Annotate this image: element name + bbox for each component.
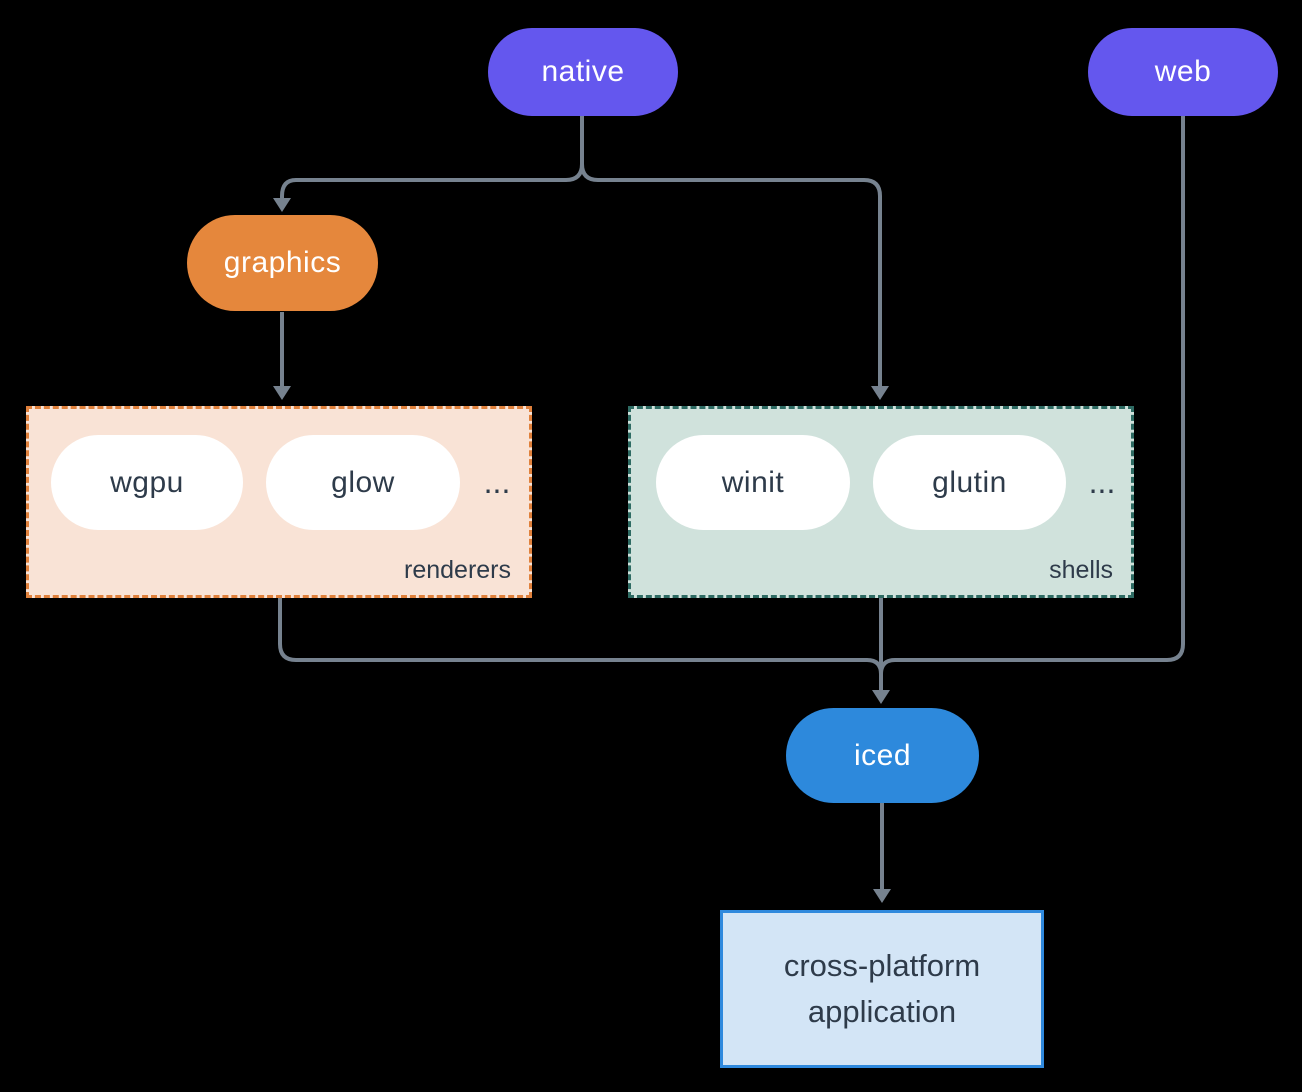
node-graphics-label: graphics	[223, 246, 342, 279]
node-cross-platform-application: cross-platform application	[720, 910, 1044, 1068]
renderers-more-indicator: ...	[483, 464, 511, 500]
group-renderers-label: renderers	[404, 556, 511, 584]
node-graphics: graphics	[187, 215, 378, 311]
shells-more-indicator: ...	[1088, 464, 1116, 500]
arrowhead-graphics	[273, 198, 291, 212]
node-glow: glow	[266, 435, 460, 530]
arrowhead-renderers	[273, 386, 291, 400]
application-label-line2: application	[807, 994, 957, 1029]
arrowhead-application	[873, 889, 891, 903]
node-iced-label: iced	[853, 738, 912, 772]
group-renderers: wgpu glow ... renderers	[26, 406, 532, 598]
node-native: native	[488, 28, 678, 116]
node-winit: winit	[656, 435, 850, 530]
node-web: web	[1088, 28, 1278, 116]
edge-renderers-to-merge	[278, 598, 883, 675]
application-label-line1: cross-platform	[783, 948, 981, 983]
edge-native-to-graphics	[280, 116, 584, 200]
node-native-label: native	[541, 55, 625, 88]
node-glutin-label: glutin	[932, 465, 1007, 499]
group-shells-label: shells	[1049, 556, 1113, 584]
node-wgpu-label: wgpu	[110, 465, 184, 499]
arrowhead-iced	[872, 690, 890, 704]
node-web-label: web	[1154, 55, 1212, 88]
node-winit-label: winit	[721, 465, 785, 499]
node-glutin: glutin	[873, 435, 1066, 530]
node-iced: iced	[786, 708, 979, 803]
node-glow-label: glow	[331, 465, 395, 499]
node-wgpu: wgpu	[51, 435, 243, 530]
arrowhead-shells	[871, 386, 889, 400]
group-shells: winit glutin ... shells	[628, 406, 1134, 598]
edge-native-to-shells	[580, 116, 882, 386]
